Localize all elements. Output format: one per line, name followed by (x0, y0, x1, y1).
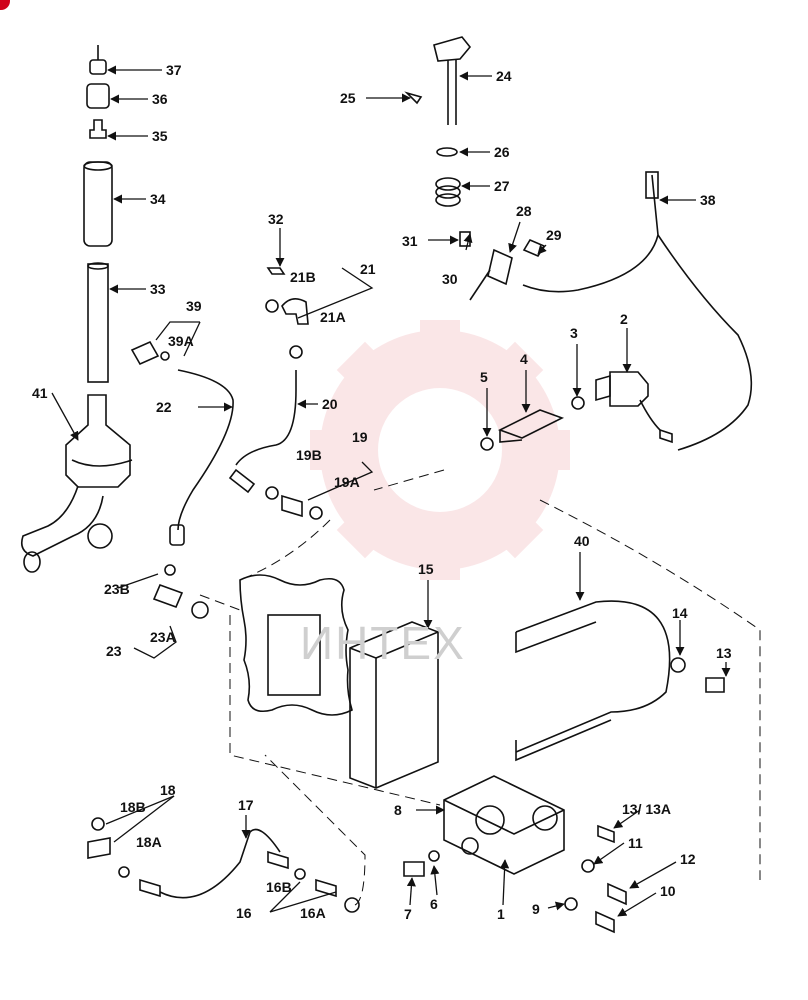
callout-label: 2 (620, 311, 628, 327)
callout-label: 16B (266, 879, 292, 895)
callout-label: 8 (394, 802, 402, 818)
callout-label: 24 (496, 68, 512, 84)
callout-label: 27 (494, 178, 510, 194)
callout-label: 20 (322, 396, 338, 412)
callout-label: 14 (672, 605, 688, 621)
callout-label: 16 (236, 905, 252, 921)
callout-label: 4 (520, 351, 528, 367)
callout-label: 33 (150, 281, 166, 297)
callout-label: 23 (106, 643, 122, 659)
callout-label: 29 (546, 227, 562, 243)
callout-label: 30 (442, 271, 458, 287)
callout-label: 23A (150, 629, 176, 645)
callout-label: 34 (150, 191, 166, 207)
callout-label: 40 (574, 533, 590, 549)
callout-label: 3 (570, 325, 578, 341)
watermark-gear (310, 320, 570, 580)
callout-label: 38 (700, 192, 716, 208)
callout-label: 6 (430, 896, 438, 912)
callout-label: 25 (340, 90, 356, 106)
callout-label: 5 (480, 369, 488, 385)
callout-label: 18B (120, 799, 146, 815)
callout-label: 41 (32, 385, 48, 401)
callout-label: 12 (680, 851, 696, 867)
callout-label: 39 (186, 298, 202, 314)
callout-label: 31 (402, 233, 418, 249)
callout-label: 19 (352, 429, 368, 445)
callout-label: 15 (418, 561, 434, 577)
callout-label: 16A (300, 905, 326, 921)
callout-label: 17 (238, 797, 254, 813)
callout-label: 21A (320, 309, 346, 325)
callout-label: 23B (104, 581, 130, 597)
callout-label: 18 (160, 782, 176, 798)
callout-label: 13/ 13A (622, 801, 672, 817)
callout-label: 28 (516, 203, 532, 219)
callout-label: 19B (296, 447, 322, 463)
callout-label: 32 (268, 211, 284, 227)
callout-label: 7 (404, 906, 412, 922)
watermark-text: ИНТЕХ (300, 617, 466, 669)
callout-label: 39A (168, 333, 194, 349)
callout-label: 18A (136, 834, 162, 850)
callout-label: 1 (497, 906, 505, 922)
callout-label: 37 (166, 62, 182, 78)
callout-label: 19A (334, 474, 360, 490)
corner-badge (0, 0, 10, 10)
callout-label: 26 (494, 144, 510, 160)
callout-label: 21B (290, 269, 316, 285)
callout-label: 22 (156, 399, 172, 415)
callout-label: 21 (360, 261, 376, 277)
callout-label: 13 (716, 645, 732, 661)
callout-label: 35 (152, 128, 168, 144)
callout-label: 36 (152, 91, 168, 107)
callout-label: 10 (660, 883, 676, 899)
callout-label: 11 (628, 835, 643, 851)
callout-label: 9 (532, 901, 540, 917)
